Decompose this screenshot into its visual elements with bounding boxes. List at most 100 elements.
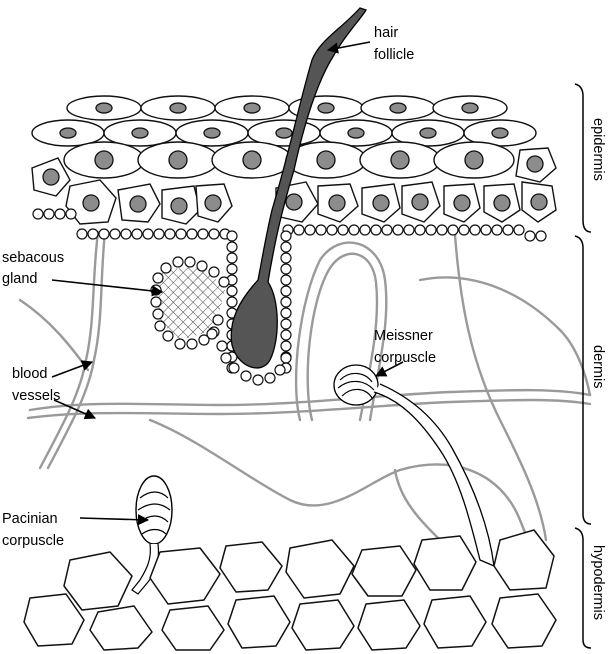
label-blood-vessels-line2: vessels — [12, 388, 60, 404]
label-hair-follicle-line2: follicle — [374, 47, 414, 63]
cell-dot — [65, 208, 77, 220]
epidermis-row-2 — [31, 119, 537, 147]
cell-dot — [425, 224, 437, 236]
label-sebaceous-gland-line2: gland — [2, 271, 37, 287]
cell-dot — [208, 266, 220, 278]
cell-dot — [502, 224, 514, 236]
cell-dot — [280, 252, 292, 264]
brace-hypodermis — [574, 527, 592, 649]
cell-dot — [109, 228, 121, 240]
label-meissner-line1: Meissner — [374, 328, 433, 344]
cell-dot — [175, 228, 187, 240]
cell-dot — [280, 263, 292, 275]
cell-dot — [414, 224, 426, 236]
label-arrows — [51, 41, 404, 526]
label-meissner-line2: corpuscle — [374, 350, 436, 366]
epidermis-cells — [31, 95, 557, 225]
cell-dot — [226, 241, 238, 253]
cell-dot — [120, 228, 132, 240]
cell-dot — [43, 208, 55, 220]
arrow-meissner — [375, 361, 404, 377]
cell-dot — [326, 224, 338, 236]
epidermis-row-3 — [31, 141, 557, 197]
cell-dot — [252, 374, 264, 386]
vessel-loop — [294, 241, 388, 422]
epidermis-row-1 — [66, 95, 508, 121]
cell-dot — [153, 228, 165, 240]
cell-dot — [160, 262, 172, 274]
arrow-hair-follicle — [326, 41, 371, 54]
cell-dot — [162, 330, 174, 342]
hair-follicle-shape — [230, 7, 367, 369]
layer-label-hypodermis: hypodermis — [590, 545, 606, 620]
label-sebaceous-gland-line1: sebacous — [2, 250, 64, 266]
cell-dot — [206, 328, 218, 340]
arrow-pacinian — [79, 514, 150, 526]
cell-dot — [348, 224, 360, 236]
cell-dot — [315, 224, 327, 236]
cell-dot — [212, 314, 224, 326]
cell-dot — [197, 228, 209, 240]
arrow-blood-vessels-1 — [51, 360, 94, 378]
cell-dot — [216, 340, 228, 352]
sebaceous-gland-shape — [158, 266, 225, 340]
cell-dot — [480, 224, 492, 236]
cell-dot — [280, 296, 292, 308]
cell-dot — [513, 224, 525, 236]
cell-dot — [184, 256, 196, 268]
cell-dot — [186, 228, 198, 240]
label-hair-follicle-line1: hair — [374, 25, 398, 41]
cell-dot — [359, 224, 371, 236]
cell-dot — [87, 228, 99, 240]
cell-dot — [304, 224, 316, 236]
cell-dot — [186, 338, 198, 350]
brace-epidermis — [574, 83, 592, 233]
cell-dot — [150, 296, 162, 308]
cell-dot — [226, 252, 238, 264]
cell-dot — [280, 352, 292, 364]
cell-dot — [198, 334, 210, 346]
cell-dot — [370, 224, 382, 236]
cell-dot — [280, 340, 292, 352]
cell-dot — [392, 224, 404, 236]
cell-dot — [98, 228, 110, 240]
arrow-blood-vessels-2 — [53, 399, 97, 420]
cell-dot — [174, 338, 186, 350]
cell-dot — [274, 364, 286, 376]
cell-dot — [524, 230, 536, 242]
cell-dot — [491, 224, 503, 236]
basement-membrane-dots — [32, 208, 547, 374]
epidermis-row-4 — [65, 179, 557, 225]
cell-dot — [280, 329, 292, 341]
label-blood-vessels-line1: blood — [12, 366, 47, 382]
vessel-left — [38, 230, 100, 470]
cell-dot — [280, 274, 292, 286]
cell-dot — [152, 272, 164, 284]
diagram-labels: hair follicle sebacous gland blood vesse… — [2, 25, 436, 549]
cell-dot — [226, 263, 238, 275]
cell-dot — [403, 224, 415, 236]
cell-dot — [280, 241, 292, 253]
cell-dot — [76, 228, 88, 240]
cell-dot — [226, 230, 238, 242]
cell-dot — [280, 285, 292, 297]
cell-dot — [469, 224, 481, 236]
cell-dot — [54, 208, 66, 220]
cell-dot — [436, 224, 448, 236]
cell-dot — [218, 276, 230, 288]
cell-dot — [226, 296, 238, 308]
cell-dot — [447, 224, 459, 236]
cell-dot — [172, 256, 184, 268]
follicle-sheath-cells — [206, 328, 292, 386]
hypodermis-fat-cells — [23, 529, 557, 651]
blood-vessel-network — [18, 230, 592, 547]
cell-dot — [164, 228, 176, 240]
cell-dot — [381, 224, 393, 236]
cell-dot — [280, 318, 292, 330]
layer-braces: epidermis dermis hypodermis — [574, 83, 606, 649]
cell-dot — [142, 228, 154, 240]
cell-dot — [208, 228, 220, 240]
cell-dot — [337, 224, 349, 236]
